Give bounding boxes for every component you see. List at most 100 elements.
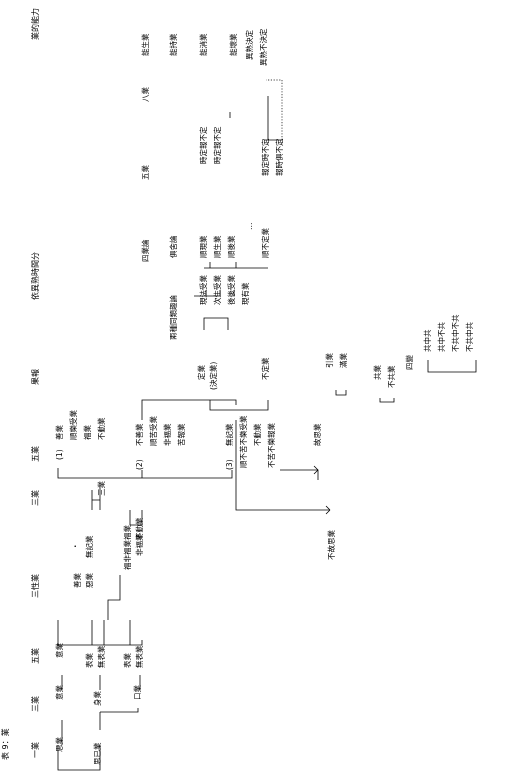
- bracket-8: [57, 468, 233, 479]
- bracket-12: [335, 390, 347, 396]
- c8-item-1: 次生受業: [212, 275, 222, 305]
- siye: 思業: [54, 737, 64, 752]
- bracket-14: [427, 360, 477, 373]
- g3-item-0: 無記業: [224, 423, 234, 446]
- bracket-17: [229, 96, 282, 141]
- four-2: 不共中不共: [450, 314, 460, 352]
- header-yiye: 一業: [30, 742, 40, 758]
- bugongye: 不共業: [386, 365, 396, 388]
- yinye: 引業: [324, 353, 334, 368]
- budingye: 不定業: [260, 357, 270, 380]
- dotted-line: [266, 79, 283, 140]
- biaoye-1: 表業: [84, 653, 94, 668]
- bracket-6: [91, 488, 101, 510]
- sibian: 四變: [404, 355, 414, 370]
- g3-item-3: 不苦不樂報業: [266, 423, 276, 468]
- g2-no: (2): [135, 459, 144, 470]
- bracket-13: [379, 398, 395, 403]
- group-3: (3) 無記業 順不苦不樂受業 不動業 不苦不樂報業: [224, 415, 276, 470]
- bracket-11: [203, 317, 229, 330]
- four-0: 共中共: [422, 329, 432, 352]
- bracket-3: [61, 675, 141, 690]
- c9-2: 能消業: [198, 33, 208, 56]
- header-row: 一業 三業 五業 三性業 三業 五業 果報 依異熟時間分 業的能力: [30, 8, 40, 758]
- bracket-5: [107, 575, 121, 620]
- header-sanxingye: 三性業: [30, 574, 40, 598]
- table-title: 表 9：業: [0, 728, 10, 760]
- c9-4: 異熟決定: [244, 30, 254, 60]
- c9-5: 異熟不決定: [258, 28, 268, 66]
- wubiaoye-1: 無表業: [96, 645, 106, 668]
- shenye: 身業: [92, 691, 102, 706]
- baye: 八業: [140, 87, 150, 102]
- jushelun: 俱舍論: [168, 235, 178, 258]
- g1-item-3: 不動業: [96, 417, 106, 440]
- arrow-head-1: [325, 505, 331, 515]
- kouye: 口業: [132, 685, 142, 700]
- c8-item2-1: 順生業: [212, 235, 222, 258]
- gu-siye: 故思業: [312, 423, 322, 446]
- liangzhong: 兩種同類趣論: [168, 295, 178, 340]
- arrow-line-1: [235, 420, 330, 511]
- header-yishu: 依異熟時間分: [30, 252, 40, 300]
- dingye-sub: (決定業): [208, 362, 218, 390]
- bracket-1: [57, 745, 101, 771]
- dot-mark: ・: [71, 543, 80, 551]
- header-sanye2: 三業: [30, 490, 40, 506]
- bracket-10: [209, 400, 269, 411]
- budongye: 不動業: [134, 517, 144, 540]
- shiding-2: 時定報不定: [212, 126, 222, 164]
- four-3: 不共中共: [464, 322, 474, 352]
- bracket-2: [61, 708, 139, 745]
- c9-3: 能壞業: [228, 33, 238, 56]
- g1-item-1: 順樂受業: [68, 410, 78, 440]
- yiye: 意業: [54, 685, 64, 700]
- manye: 滿業: [338, 353, 348, 368]
- fuye: 福業: [122, 525, 132, 540]
- bracket-7: [129, 510, 143, 526]
- c8-item2-3: 順不定業: [260, 228, 270, 258]
- biaoye-2: 表業: [122, 653, 132, 668]
- g1-item-2: 福業: [82, 425, 92, 440]
- g1-no: (1): [55, 449, 64, 460]
- c9-0: 能生業: [140, 33, 150, 56]
- four-1: 共中不共: [436, 322, 446, 352]
- g2-item-1: 順苦受業: [148, 416, 158, 446]
- bracket-15: [194, 290, 235, 297]
- shiding-1: 時定報不定: [198, 126, 208, 164]
- g1-item-0: 善業: [54, 425, 64, 440]
- siyiye: 思已業: [92, 742, 102, 765]
- dots-a: …: [245, 223, 254, 231]
- g2-item-0: 不善業: [134, 423, 144, 446]
- yiye-2: 意業: [54, 643, 64, 658]
- wujiye: 無記業: [84, 535, 94, 558]
- bracket-16: [204, 262, 268, 269]
- c8-item-3: 現有業: [240, 282, 250, 305]
- c8-item2-0: 順現業: [198, 235, 208, 258]
- shanye: 善業: [72, 573, 82, 588]
- group-2: (2) 不善業 順苦受業 非福業 苦報業: [134, 416, 186, 470]
- baoding-1: 報定時不定: [260, 138, 270, 176]
- group-1: (1) 善業 順樂受業 福業 不動業: [54, 410, 106, 460]
- siyelun: 四業論: [140, 239, 150, 262]
- header-guobao: 果報: [31, 369, 40, 385]
- c8-item-2: 後後受業: [226, 275, 236, 305]
- c8-item2-2: 順後業: [226, 235, 236, 258]
- bracket-9: [141, 399, 237, 420]
- header-sanye: 三業: [30, 696, 40, 712]
- bugu-siye: 不故思業: [326, 530, 336, 560]
- g3-item-2: 不動業: [252, 423, 262, 446]
- wuye-node: 五業: [140, 165, 150, 180]
- header-wuye2: 五業: [30, 446, 40, 462]
- sanye-node: 三業: [96, 481, 106, 496]
- c9-1: 能持業: [168, 33, 178, 56]
- baoding-2: 報時俱不定: [274, 138, 284, 176]
- eye: 惡業: [84, 573, 94, 588]
- wubiaoye-2: 無表業: [134, 645, 144, 668]
- header-wuye: 五業: [30, 648, 40, 664]
- gongye: 共業: [372, 365, 382, 380]
- dingye: 定業: [196, 365, 206, 380]
- g3-item-1: 順不苦不樂受業: [238, 415, 248, 468]
